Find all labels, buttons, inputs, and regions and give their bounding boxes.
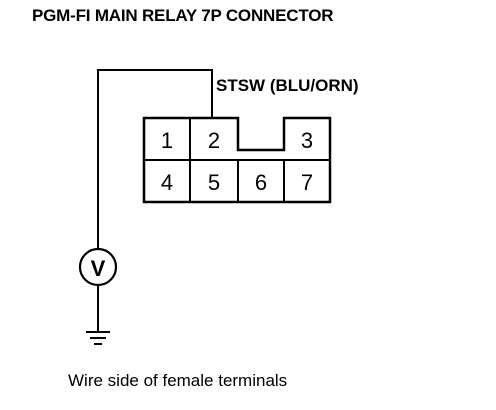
diagram-title: PGM-FI MAIN RELAY 7P CONNECTOR — [32, 6, 334, 25]
terminal-7-label: 7 — [301, 170, 313, 195]
diagram-caption: Wire side of female terminals — [68, 371, 288, 390]
wire-label-stsw: STSW (BLU/ORN) — [216, 76, 359, 95]
terminal-6-label: 6 — [255, 170, 267, 195]
ground-icon — [86, 331, 110, 345]
connector-body — [142, 116, 332, 204]
terminal-1-label: 1 — [161, 128, 173, 153]
probe-wire — [97, 69, 213, 249]
terminal-4-label: 4 — [161, 170, 173, 195]
terminal-3-label: 3 — [301, 128, 313, 153]
terminal-2-label: 2 — [208, 128, 220, 153]
voltmeter-label: V — [91, 256, 106, 281]
terminal-5-label: 5 — [208, 170, 220, 195]
